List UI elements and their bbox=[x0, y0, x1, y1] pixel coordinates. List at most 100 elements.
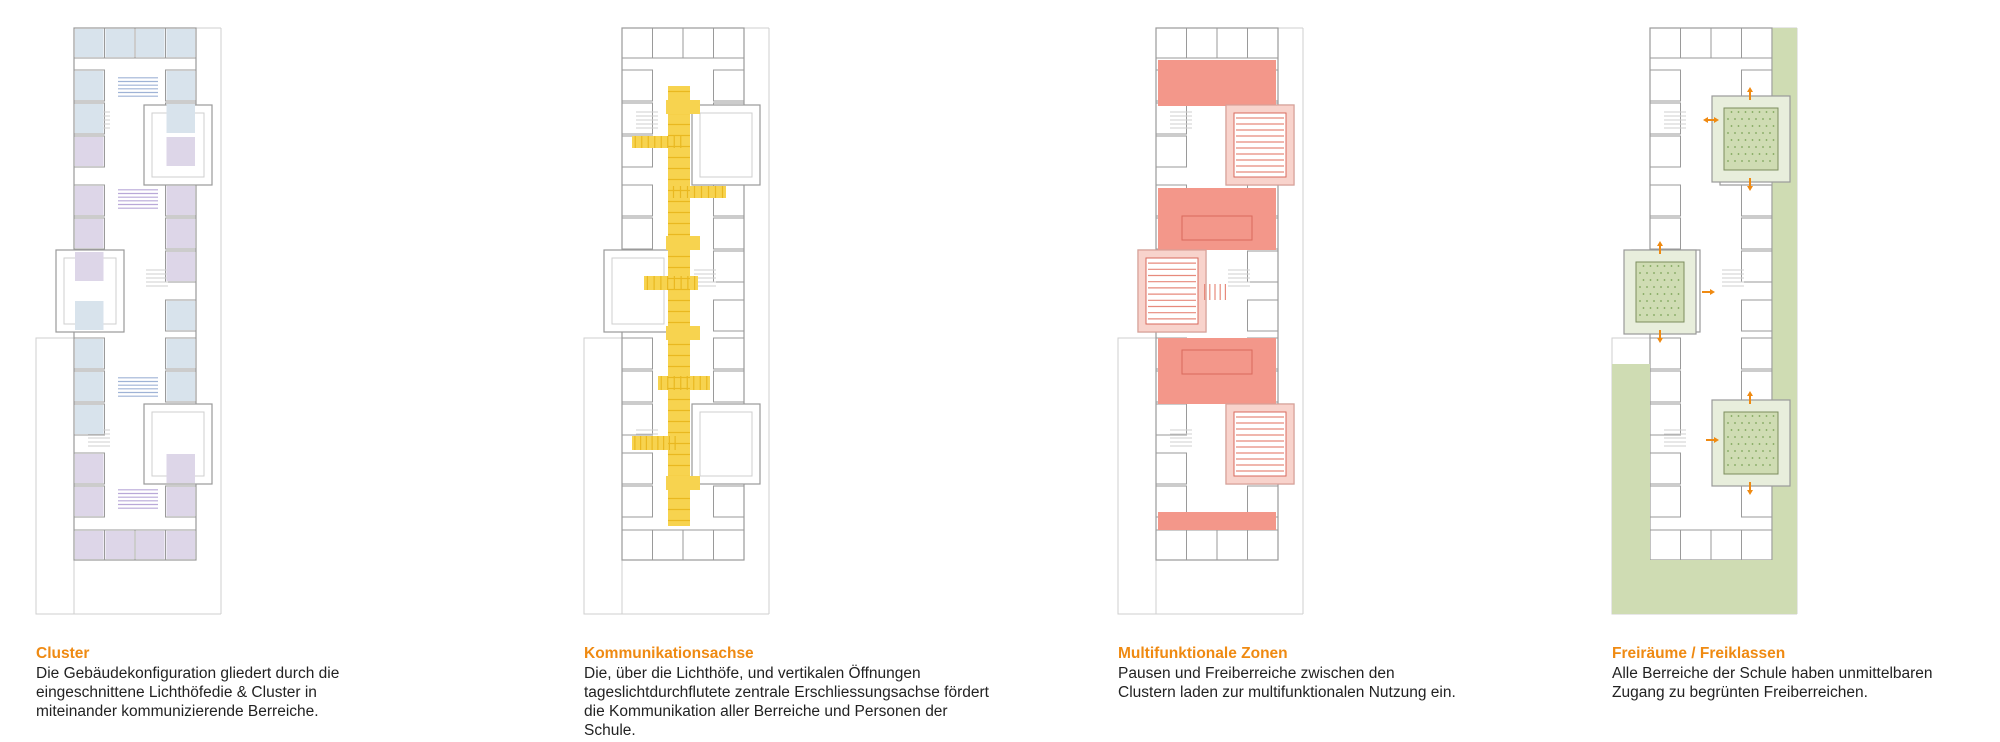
cluster-purple-room bbox=[166, 487, 195, 516]
planting-dot bbox=[1769, 436, 1771, 438]
side-room-right bbox=[1247, 250, 1279, 283]
planting-dot bbox=[1663, 279, 1666, 281]
caption-body-frei: Alle Berreiche der Schule haben unmittel… bbox=[1612, 665, 1933, 701]
floor-plan-frei bbox=[1611, 27, 1798, 615]
axis-opening bbox=[632, 136, 684, 148]
planting-dot bbox=[1677, 265, 1680, 267]
planting-dot bbox=[1769, 450, 1771, 452]
site-outline-left bbox=[35, 337, 75, 615]
cluster-blue-room bbox=[166, 71, 195, 100]
planting-dot bbox=[1734, 436, 1736, 438]
axis-opening bbox=[632, 436, 678, 450]
planting-dot bbox=[1639, 314, 1641, 316]
side-room-left bbox=[1155, 102, 1187, 135]
side-room-left bbox=[621, 452, 653, 485]
planting-dot bbox=[1769, 132, 1771, 134]
axis-opening bbox=[670, 186, 726, 198]
cluster-purple-room bbox=[75, 219, 104, 248]
access-arrow-right bbox=[1706, 437, 1719, 443]
planting-dot bbox=[1741, 146, 1743, 148]
planting-dot bbox=[1649, 307, 1652, 309]
arrow-head bbox=[1714, 437, 1719, 443]
green-court-dots bbox=[1639, 265, 1680, 316]
planting-dot bbox=[1667, 286, 1669, 288]
cluster-purple-room bbox=[75, 137, 104, 166]
zone-stair-stripes bbox=[1203, 284, 1227, 300]
classroom-bottom bbox=[713, 529, 745, 561]
planting-dot bbox=[1751, 457, 1754, 459]
lightwell-3-inner bbox=[699, 411, 753, 477]
side-room-left bbox=[621, 337, 653, 370]
planting-dot bbox=[1670, 293, 1673, 295]
planting-dot bbox=[1737, 153, 1740, 155]
planting-dot bbox=[1660, 272, 1662, 274]
planting-dot bbox=[1730, 443, 1733, 445]
classroom-bottom bbox=[1710, 529, 1742, 561]
planting-dot bbox=[1642, 307, 1645, 309]
axis-opening-stripes bbox=[660, 376, 708, 390]
planting-dot bbox=[1656, 279, 1659, 281]
site-outline-left bbox=[583, 337, 623, 615]
side-room-left bbox=[621, 403, 653, 436]
classroom-bottom bbox=[1186, 529, 1218, 561]
cluster-blue-room bbox=[166, 104, 195, 133]
planting-dot bbox=[1744, 457, 1747, 459]
access-arrow-up bbox=[1657, 241, 1663, 254]
planting-dot bbox=[1751, 153, 1754, 155]
axis-opening-stripes bbox=[646, 276, 696, 290]
classroom-bottom bbox=[1649, 529, 1681, 561]
side-room-right bbox=[1741, 217, 1773, 250]
classroom-bottom bbox=[1247, 529, 1279, 561]
green-court-planting bbox=[1723, 411, 1779, 475]
planting-dot bbox=[1646, 314, 1648, 316]
side-room-left bbox=[1155, 452, 1187, 485]
axis-opening bbox=[658, 376, 710, 390]
planting-dot bbox=[1663, 265, 1666, 267]
axis-landing bbox=[666, 476, 700, 490]
access-arrow-up bbox=[1747, 87, 1753, 100]
cluster-stripes-blue bbox=[118, 377, 158, 397]
side-room-left bbox=[621, 184, 653, 217]
lightwell-3 bbox=[691, 403, 761, 485]
axis-landing bbox=[666, 326, 700, 340]
caption-title-multi: Multifunktionale Zonen bbox=[1118, 645, 1288, 662]
side-room-right bbox=[1741, 184, 1773, 217]
cluster-purple-room bbox=[166, 252, 195, 281]
planting-dot bbox=[1660, 314, 1662, 316]
planting-dot bbox=[1751, 139, 1754, 141]
caption-multi: Multifunktionale Zonen Pausen und Freibe… bbox=[1118, 644, 1588, 702]
planting-dot bbox=[1758, 429, 1761, 431]
planting-dot bbox=[1755, 422, 1757, 424]
planting-dot bbox=[1734, 160, 1736, 162]
planting-dot bbox=[1653, 314, 1655, 316]
classroom-bottom bbox=[1680, 529, 1712, 561]
green-court-dots bbox=[1727, 415, 1775, 466]
green-area-left bbox=[1612, 364, 1650, 614]
planting-dot bbox=[1656, 265, 1659, 267]
planting-dot bbox=[1765, 415, 1768, 417]
planting-dot bbox=[1727, 146, 1729, 148]
classroom-top bbox=[682, 27, 714, 59]
cluster-blue-room bbox=[166, 339, 195, 368]
classroom-top bbox=[165, 27, 197, 59]
planting-dot bbox=[1751, 415, 1754, 417]
planting-dot bbox=[1727, 132, 1729, 134]
cluster-purple-room bbox=[166, 531, 195, 559]
planting-dot bbox=[1772, 457, 1775, 459]
zone-lightwell-inner bbox=[1145, 257, 1199, 325]
planting-dot bbox=[1727, 422, 1729, 424]
access-arrow-down bbox=[1747, 482, 1753, 495]
planting-dot bbox=[1744, 125, 1747, 127]
planting-dot bbox=[1653, 300, 1655, 302]
planting-dot bbox=[1741, 450, 1743, 452]
communication-axis bbox=[668, 86, 690, 526]
planting-dot bbox=[1772, 153, 1775, 155]
caption-frei: Freiräume / Freiklassen Alle Berreiche d… bbox=[1612, 644, 2000, 702]
planting-dot bbox=[1762, 450, 1764, 452]
planting-dot bbox=[1727, 464, 1729, 466]
planting-dot bbox=[1649, 293, 1652, 295]
planting-dot bbox=[1737, 111, 1740, 113]
side-room-right bbox=[1741, 370, 1773, 403]
planting-dot bbox=[1737, 443, 1740, 445]
zone-lightwell-stripes bbox=[1148, 262, 1196, 320]
